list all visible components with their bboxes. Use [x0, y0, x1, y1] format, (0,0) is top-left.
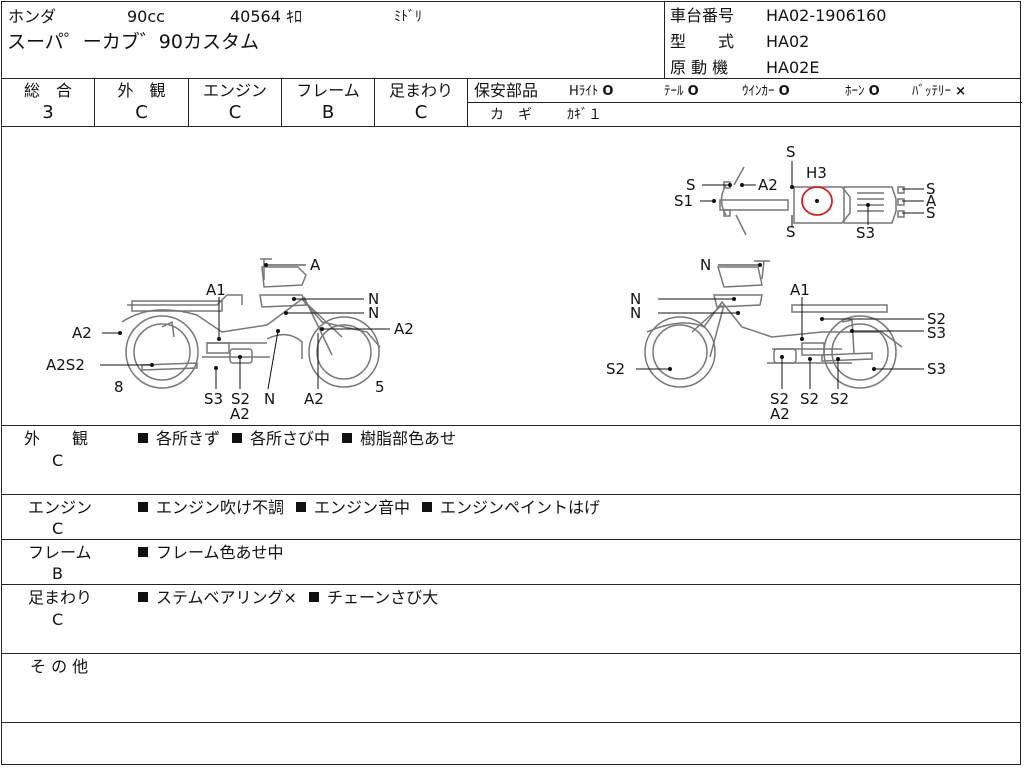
mileage: 40564 ｷﾛ	[230, 7, 302, 26]
label-left-n-bottom: N	[264, 390, 275, 408]
safety-label: 保安部品	[474, 81, 539, 100]
frame-no: HA02-1906160	[766, 6, 887, 25]
detail-suspension-label: 足まわり	[28, 588, 93, 607]
grade-header-exterior: 外 観	[117, 81, 166, 100]
maker: ホンダ	[8, 7, 57, 26]
grade-header-total: 総 合	[23, 81, 72, 100]
detail-exterior-grade: C	[52, 451, 64, 470]
label-right-s2-b3: S2	[830, 390, 849, 408]
label-top-s-bottom: S	[786, 223, 796, 241]
detail-engine-items: エンジン吹け不調エンジン音中エンジンペイントはげ	[138, 499, 612, 517]
engine-label: 原 動 機	[670, 58, 729, 77]
type-value: HA02	[766, 32, 810, 51]
detail-frame-label: フレーム	[28, 543, 92, 562]
key-label: カ ギ	[490, 107, 532, 123]
grade-header-suspension: 足まわり	[388, 81, 453, 100]
label-left-n1: N	[368, 290, 379, 308]
label-right-s2-b2: S2	[800, 390, 819, 408]
safety-horn: ﾎｰﾝ O	[845, 84, 880, 99]
label-left-a2-front: A2	[304, 390, 324, 408]
damage-diagram: A A1 N N A2 A2 A2S2 8 S3 S2 A2 N A2 5 S …	[46, 143, 946, 423]
frame-no-label: 車台番号	[670, 6, 735, 25]
label-left-a2-bottom: A2	[230, 405, 250, 423]
label-top-s-top: S	[786, 143, 796, 161]
label-right-s2-left: S2	[606, 360, 625, 378]
label-left-a2-right: A2	[394, 320, 414, 338]
safety-headlight: Hﾗｲﾄ O	[569, 84, 614, 99]
label-left-a: A	[310, 256, 321, 274]
label-top-a-r: A	[926, 192, 937, 210]
label-left-n2: N	[368, 304, 379, 322]
model-name: スーパ゜ーカブ゛90カスタム	[7, 31, 259, 53]
grade-header-frame: フレーム	[296, 81, 360, 100]
grade-engine: C	[228, 102, 242, 123]
key-value: ｶｷﾞ１	[567, 107, 602, 123]
label-right-a2-bottom: A2	[770, 405, 790, 423]
type-label: 型 式	[670, 32, 735, 51]
detail-frame-grade: B	[52, 564, 63, 583]
displacement: 90cc	[127, 7, 165, 26]
label-left-s3: S3	[204, 390, 223, 408]
label-top-s-left: S	[686, 176, 696, 194]
label-left-8: 8	[114, 378, 124, 396]
safety-tail: ﾃｰﾙ O	[664, 84, 699, 99]
detail-frame-items: フレーム色あせ中	[138, 544, 296, 562]
label-right-a1: A1	[790, 281, 810, 299]
grade-frame: B	[321, 102, 335, 123]
label-left-a2-left: A2	[72, 324, 92, 342]
grade-exterior: C	[135, 102, 148, 123]
label-right-n1: N	[630, 290, 641, 308]
label-right-n2: N	[630, 304, 641, 322]
grade-header-engine: エンジン	[202, 81, 267, 100]
detail-exterior-label: 外 観	[24, 429, 89, 448]
label-right-s2-a: S2	[927, 310, 946, 328]
label-right-s2-b1: S2	[770, 390, 789, 408]
label-top-s3: S3	[856, 224, 875, 242]
label-top-h3: H3	[806, 164, 827, 182]
safety-battery: ﾊﾞｯﾃﾘｰ ×	[912, 84, 967, 99]
label-right-s3-b: S3	[927, 360, 946, 378]
label-top-a2: A2	[758, 176, 778, 194]
label-right-s3-a: S3	[927, 324, 946, 342]
label-top-s-r1: S	[926, 180, 936, 198]
detail-exterior-items: 各所きず各所さび中樹脂部色あせ	[138, 430, 468, 448]
detail-suspension-grade: C	[52, 610, 64, 629]
other-label: そ の 他	[30, 657, 89, 676]
grade-total: 3	[42, 102, 54, 123]
color: ﾐﾄﾞﾘ	[394, 9, 422, 25]
label-top-s-r2: S	[926, 204, 936, 222]
label-left-a1: A1	[206, 281, 226, 299]
safety-winker: ｳｲﾝｶｰ O	[742, 84, 790, 99]
label-left-s2: S2	[231, 390, 250, 408]
label-left-5: 5	[375, 378, 385, 396]
detail-suspension-items: ステムベアリング×チェーンさび大	[138, 589, 450, 607]
label-right-n-top: N	[700, 256, 711, 274]
grade-suspension: C	[414, 102, 428, 123]
detail-engine-grade: C	[52, 519, 64, 538]
engine-value: HA02E	[766, 58, 820, 77]
detail-engine-label: エンジン	[28, 498, 93, 517]
label-top-s1: S1	[674, 192, 693, 210]
label-left-a2s2: A2S2	[46, 356, 85, 374]
